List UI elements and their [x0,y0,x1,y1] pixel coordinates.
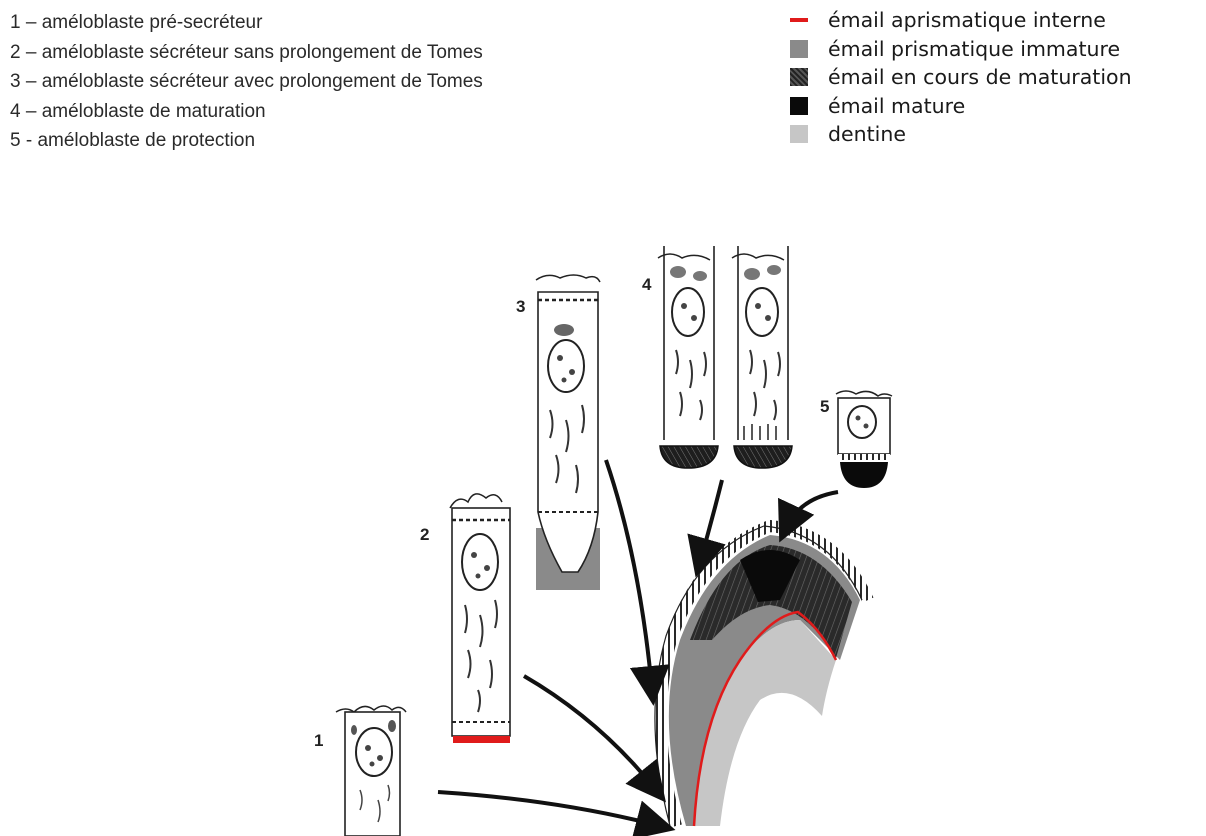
arrow-cell2-to-tooth [524,676,656,790]
cell-1-preseceretory [336,706,406,836]
cell-4a-maturation [658,246,718,468]
cell-5-protection [836,391,892,488]
cell-4b-maturation [732,246,792,468]
tooth-crown [655,526,868,826]
cell-2-secretory-no-tomes [450,494,510,743]
arrow-cell1-to-tooth [438,792,660,826]
cell-label-5: 5 [820,397,829,416]
cell-3-secretory-tomes [536,275,600,590]
arrow-cell3-to-tooth [606,460,652,690]
cell-label-3: 3 [516,297,525,316]
arrow-cell4-to-tooth [700,480,722,562]
cell-label-1: 1 [314,731,323,750]
cell-label-4: 4 [642,275,652,294]
arrow-cell5-to-tooth [786,492,838,528]
cell-label-2: 2 [420,525,429,544]
